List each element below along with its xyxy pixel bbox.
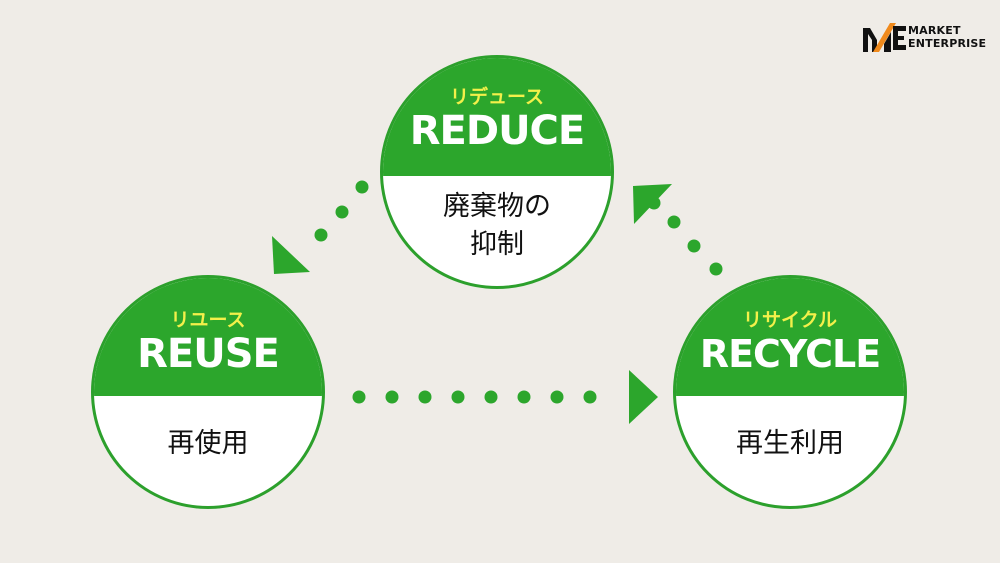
- node-reuse-kana: リユース: [170, 309, 246, 331]
- arrow-reuse-to-recycle: [352, 370, 658, 424]
- arrow-recycle-to-reduce: [633, 184, 723, 276]
- node-recycle-kana: リサイクル: [742, 309, 838, 331]
- node-reuse-header: リユース REUSE: [94, 278, 322, 396]
- node-reduce-desc-line2: 抑制: [470, 229, 524, 260]
- node-reduce-kana: リデュース: [449, 86, 545, 108]
- node-recycle-header: リサイクル RECYCLE: [676, 278, 904, 396]
- node-reduce: リデュース REDUCE 廃棄物の 抑制: [380, 55, 614, 289]
- node-recycle-title: RECYCLE: [699, 332, 881, 376]
- node-reuse-title: REUSE: [137, 331, 280, 377]
- node-reuse-desc-line1: 再使用: [167, 428, 249, 459]
- node-reduce-description: 廃棄物の 抑制: [383, 188, 611, 264]
- logo-line1: MARKET: [908, 24, 961, 37]
- logo-line2: ENTERPRISE: [908, 37, 987, 50]
- node-reduce-desc-line1: 廃棄物の: [443, 191, 551, 222]
- node-reuse-description: 再使用: [94, 425, 322, 463]
- node-recycle: リサイクル RECYCLE 再生利用: [673, 275, 907, 509]
- node-reuse: リユース REUSE 再使用: [91, 275, 325, 509]
- node-reduce-title: REDUCE: [409, 108, 586, 154]
- node-reduce-header: リデュース REDUCE: [383, 58, 611, 176]
- node-recycle-desc-line1: 再生利用: [736, 428, 844, 459]
- logo-wordmark: MARKET ENTERPRISE: [908, 24, 986, 50]
- node-recycle-description: 再生利用: [676, 425, 904, 463]
- me-logo-mark-icon: [863, 23, 906, 52]
- market-enterprise-logo: MARKET ENTERPRISE: [862, 20, 987, 56]
- arrow-reduce-to-reuse: [272, 180, 369, 274]
